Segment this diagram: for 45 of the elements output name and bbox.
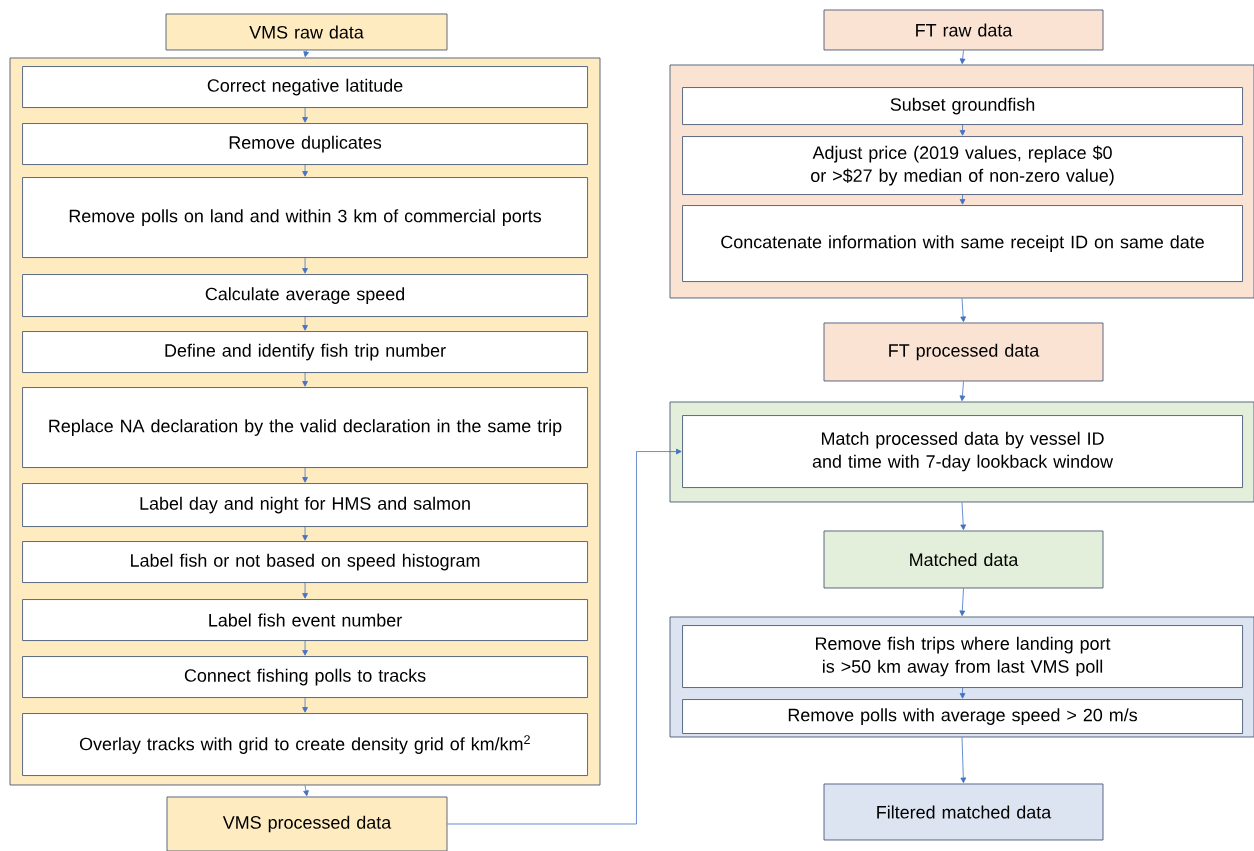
- arrow: [302, 526, 308, 541]
- process-box: Concatenate information with same receipt ID on same date: [682, 205, 1243, 282]
- process-box: Remove polls with average speed > 20 m/s: [682, 699, 1243, 734]
- arrow: [960, 298, 966, 323]
- arrow: [302, 697, 308, 713]
- arrow: [447, 448, 682, 825]
- arrow: [302, 582, 308, 599]
- arrow: [959, 124, 966, 136]
- process-box: Remove fish trips where landing port is >50 km away from last VMS poll: [682, 625, 1243, 688]
- data-box: VMS raw data: [165, 13, 448, 51]
- process-box: Match processed data by vessel ID and time with 7-day lookback window: [682, 415, 1243, 488]
- data-box: FT raw data: [823, 9, 1104, 51]
- data-box: Matched data: [823, 530, 1104, 589]
- process-box: Calculate average speed: [22, 274, 588, 317]
- process-box: Replace NA declaration by the valid declaration in the same trip: [22, 387, 588, 468]
- arrow: [302, 164, 308, 177]
- arrow: [960, 502, 967, 531]
- arrow: [960, 737, 967, 784]
- arrow: [303, 50, 309, 58]
- process-box: Label day and night for HMS and salmon: [22, 483, 588, 527]
- process-box: Remove polls on land and within 3 km of commercial ports: [22, 177, 588, 258]
- arrow: [302, 467, 308, 483]
- data-box: FT processed data: [823, 322, 1104, 382]
- arrow: [302, 107, 308, 123]
- process-box: Connect fishing polls to tracks: [22, 656, 588, 698]
- process-box: Label fish event number: [22, 599, 588, 641]
- process-box: Remove duplicates: [22, 123, 588, 165]
- arrow: [302, 316, 308, 331]
- arrow: [303, 785, 309, 797]
- process-box: Adjust price (2019 values, replace $0 or >$27 by median of non-zero value): [682, 136, 1243, 195]
- data-box: Filtered matched data: [823, 783, 1104, 841]
- arrow: [959, 50, 966, 65]
- arrow: [959, 687, 966, 699]
- arrow: [302, 372, 308, 387]
- arrow: [959, 194, 966, 205]
- arrow: [302, 640, 308, 656]
- process-box: Overlay tracks with grid to create density grid of km/km$^{2}$: [22, 713, 588, 776]
- arrow: [959, 381, 966, 402]
- arrow: [959, 588, 966, 617]
- arrow: [302, 257, 308, 274]
- process-box: Label fish or not based on speed histogram: [22, 541, 588, 583]
- process-box: Correct negative latitude: [22, 66, 588, 108]
- process-box: Define and identify fish trip number: [22, 331, 588, 373]
- process-box: Subset groundfish: [682, 87, 1243, 125]
- data-box: VMS processed data: [166, 796, 448, 851]
